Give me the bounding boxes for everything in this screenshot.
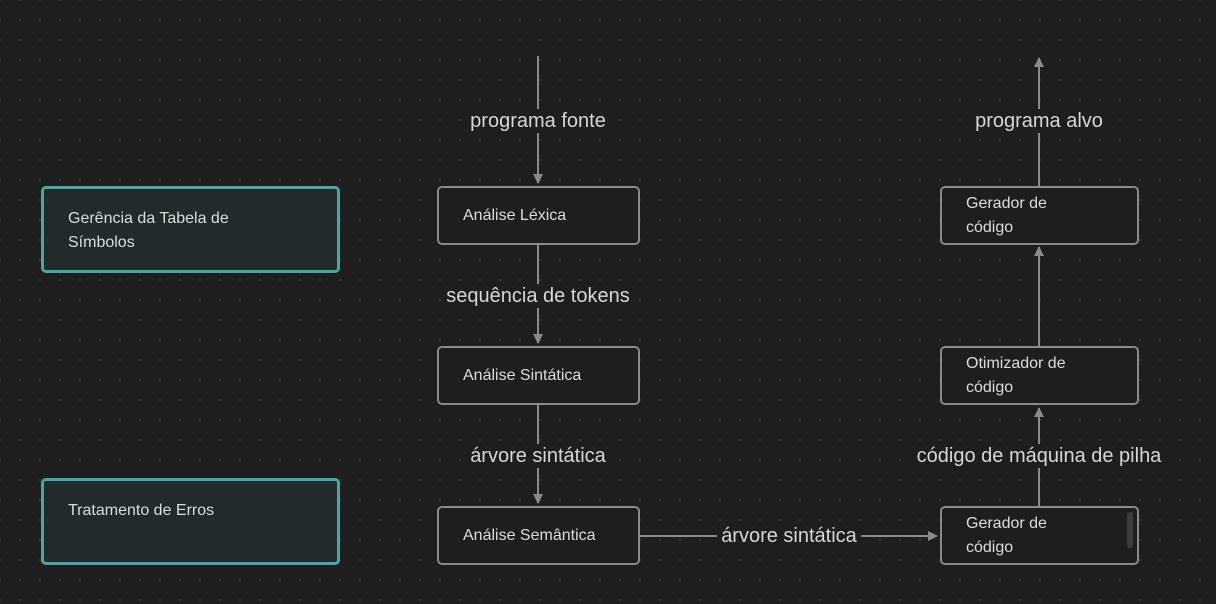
edge-label-stack-machine-code: código de máquina de pilha [912, 444, 1166, 468]
node-semantic-analysis-label: Análise Semântica [463, 526, 596, 544]
node-scrollbar-thumb[interactable] [1127, 512, 1133, 548]
node-error-handling-label: Tratamento de Erros [68, 502, 215, 519]
node-code-generator-bottom[interactable]: Gerador de código [940, 506, 1139, 565]
edge-label-syntax-tree-horizontal: árvore sintática [717, 524, 861, 548]
node-semantic-analysis[interactable]: Análise Semântica [437, 506, 640, 565]
edge-label-syntax-tree-vertical: árvore sintática [466, 444, 610, 468]
edge-label-source-program: programa fonte [466, 109, 610, 133]
node-lexical-analysis-label: Análise Léxica [463, 206, 567, 224]
node-syntactic-analysis[interactable]: Análise Sintática [437, 346, 640, 405]
node-code-generator-bottom-label: Gerador de código [966, 514, 1047, 556]
node-code-generator-top-label: Gerador de código [966, 194, 1047, 236]
node-code-optimizer[interactable]: Otimizador de código [940, 346, 1139, 405]
node-error-handling[interactable]: Tratamento de Erros [41, 478, 340, 565]
node-lexical-analysis[interactable]: Análise Léxica [437, 186, 640, 245]
node-code-generator-top[interactable]: Gerador de código [940, 186, 1139, 245]
node-code-optimizer-label: Otimizador de código [966, 354, 1066, 396]
edge-label-target-program: programa alvo [971, 109, 1107, 133]
node-syntactic-analysis-label: Análise Sintática [463, 366, 582, 384]
edge-label-token-sequence: sequência de tokens [442, 284, 634, 308]
node-symbol-table[interactable]: Gerência da Tabela de Símbolos [41, 186, 340, 273]
node-symbol-table-label: Gerência da Tabela de Símbolos [68, 210, 229, 251]
